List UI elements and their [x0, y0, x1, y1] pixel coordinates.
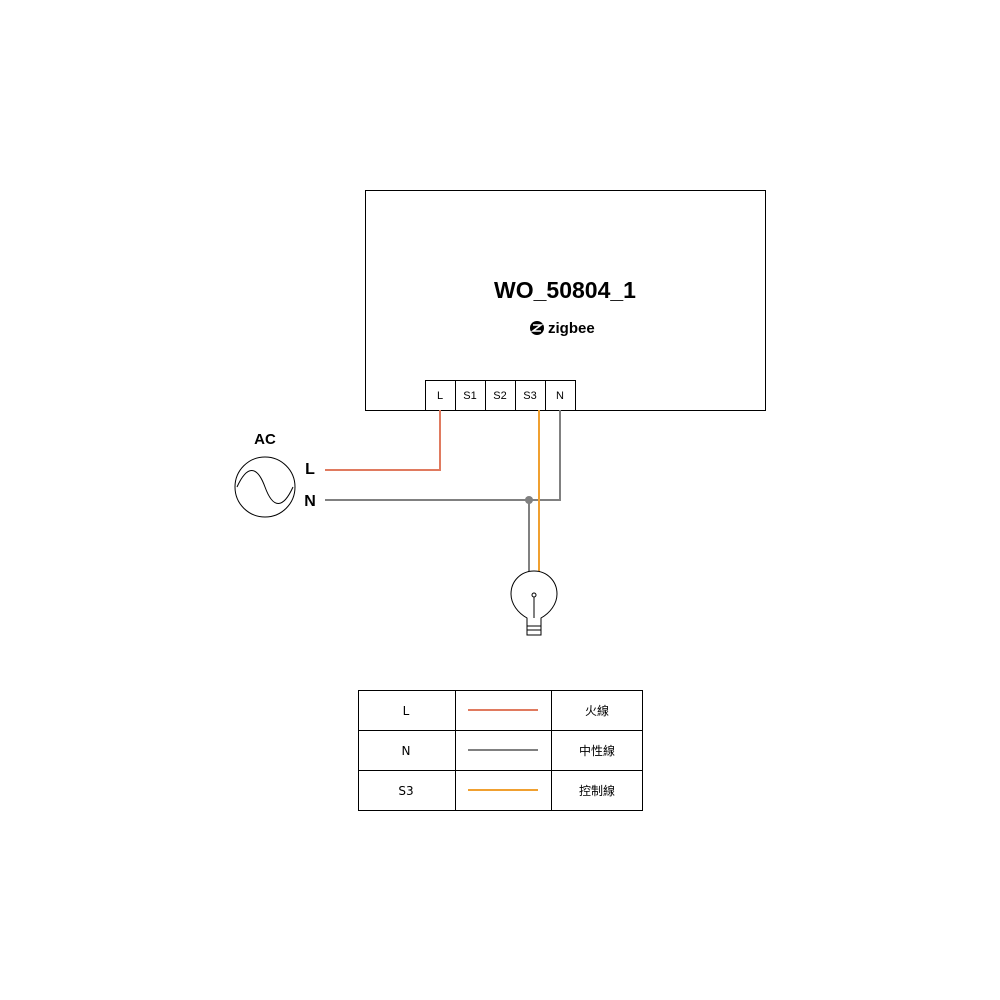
terminal-n	[545, 380, 576, 411]
lightbulb-icon	[510, 570, 558, 636]
legend-row: S3 控制線	[398, 783, 615, 798]
neutral-wire	[325, 410, 561, 501]
legend-row: L 火線	[403, 703, 609, 718]
zigbee-icon	[530, 321, 544, 335]
legend-row: N 中性線	[402, 743, 616, 758]
ac-source: AC L N	[234, 431, 316, 518]
neutral-label: N	[304, 493, 316, 510]
terminal-s2-label: S2	[493, 390, 506, 402]
legend-desc: 控制線	[579, 783, 615, 798]
legend-key: N	[402, 744, 411, 758]
legend-key: S3	[398, 784, 413, 798]
ac-label: AC	[254, 431, 276, 448]
live-wire	[325, 410, 441, 471]
legend-table: L 火線 N 中性線 S3 控制線	[358, 690, 643, 811]
device-box: WO_50804_1 zigbee	[365, 190, 766, 411]
zigbee-logo: zigbee	[530, 320, 595, 337]
terminal-s3-label: S3	[523, 390, 536, 402]
device-title: WO_50804_1	[494, 277, 636, 303]
sine-wave-icon	[236, 470, 294, 504]
terminal-block: L S1 S2 S3 N	[425, 380, 576, 411]
legend-key: L	[403, 704, 410, 718]
terminal-s3	[515, 380, 546, 411]
legend-desc: 火線	[585, 703, 609, 718]
legend-desc: 中性線	[579, 743, 615, 758]
line-label: L	[305, 461, 315, 478]
zigbee-label: zigbee	[548, 320, 595, 337]
neutral-junction	[525, 496, 533, 504]
terminal-s1-label: S1	[463, 390, 476, 402]
terminal-n-label: N	[556, 390, 564, 402]
terminal-l-label: L	[437, 390, 443, 402]
